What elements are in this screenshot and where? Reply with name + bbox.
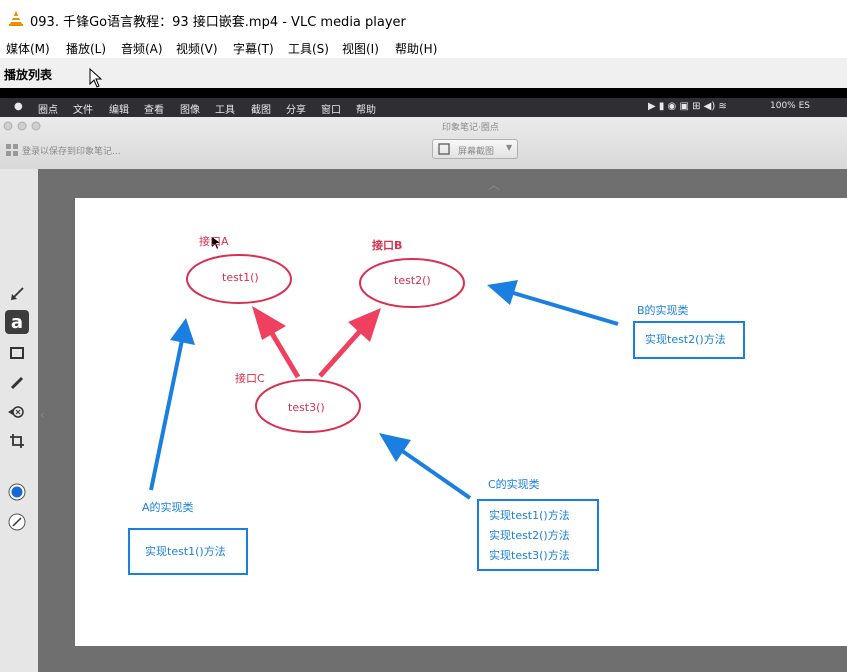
apple-icon: ● xyxy=(14,101,23,112)
vlc-cone-icon xyxy=(9,11,23,26)
mac-menu-window[interactable]: 窗口 xyxy=(321,105,341,116)
arrow-c-to-b-head xyxy=(348,308,381,342)
impl-c-line-1: 实现test1()方法 xyxy=(489,509,570,522)
grid-icon[interactable] xyxy=(6,144,18,156)
mac-menu-file[interactable]: 文件 xyxy=(73,105,93,116)
mac-menu-app[interactable]: 圈点 xyxy=(38,105,58,116)
app-title: 印象笔记·圈点 xyxy=(442,123,499,133)
login-hint[interactable]: 登录以保存到印象笔记... xyxy=(22,147,121,157)
interface-c-ellipse[interactable] xyxy=(255,379,361,433)
mac-menu-share[interactable]: 分享 xyxy=(286,105,306,116)
window-title: 093. 千锋Go语言教程：93 接口嵌套.mp4 - VLC media pl… xyxy=(30,15,406,30)
mac-menubar xyxy=(0,98,847,117)
chevron-down-icon[interactable]: ▼ xyxy=(506,143,513,152)
arrow-icon[interactable] xyxy=(5,282,29,306)
interface-b-method: test2() xyxy=(394,274,431,287)
blur-icon[interactable] xyxy=(5,400,29,424)
interface-b-ellipse[interactable] xyxy=(359,258,465,308)
canvas-cursor-icon xyxy=(212,237,220,249)
impl-a-label: A的实现类 xyxy=(142,501,194,514)
interface-a-label: 接口A xyxy=(199,235,229,248)
menu-media[interactable]: 媒体(M) xyxy=(6,42,50,56)
mac-menu-edit[interactable]: 编辑 xyxy=(109,105,129,116)
impl-c-line-3: 实现test3()方法 xyxy=(489,549,570,562)
menu-tools[interactable]: 工具(S) xyxy=(288,42,329,56)
arrow-impl-b[interactable] xyxy=(509,290,619,326)
mac-menu-image[interactable]: 图像 xyxy=(180,105,200,116)
rectangle-icon[interactable] xyxy=(5,341,29,365)
vlc-titlebar xyxy=(0,0,847,36)
stroke-icon[interactable] xyxy=(5,510,29,534)
arrow-impl-b-head xyxy=(487,280,518,305)
impl-b-line-1: 实现test2()方法 xyxy=(645,333,726,346)
menu-video[interactable]: 视频(V) xyxy=(176,42,218,56)
impl-b-label: B的实现类 xyxy=(637,304,689,317)
chevron-up-icon[interactable]: ︿ xyxy=(488,178,501,192)
status-tray-icons: ▶ ▮ ◉ ▣ ⊞ ◀) ≋ xyxy=(648,101,727,112)
arrow-c-to-b[interactable] xyxy=(318,328,363,378)
video-border xyxy=(0,88,847,98)
arrow-c-to-a[interactable] xyxy=(267,328,301,379)
battery-status: 100% ES xyxy=(770,101,810,111)
pen-icon[interactable] xyxy=(5,371,29,395)
app-titlebar xyxy=(0,117,847,170)
menu-help[interactable]: 帮助(H) xyxy=(395,42,438,56)
interface-a-method: test1() xyxy=(222,271,259,284)
impl-c-box[interactable] xyxy=(477,499,599,571)
menu-subtitle[interactable]: 字幕(T) xyxy=(233,42,274,56)
menu-view[interactable]: 视图(I) xyxy=(342,42,379,56)
playlist-bar xyxy=(0,58,847,88)
arrow-c-to-a-head xyxy=(252,306,286,340)
screenshot-button[interactable] xyxy=(432,139,518,159)
impl-a-box[interactable] xyxy=(128,528,248,575)
mac-menu-view[interactable]: 查看 xyxy=(144,105,164,116)
color-picker-icon[interactable] xyxy=(5,480,29,504)
interface-c-label: 接口C xyxy=(235,372,265,385)
chevron-left-icon[interactable]: ‹ xyxy=(40,408,45,422)
arrow-impl-a[interactable] xyxy=(149,339,184,491)
crop-screenshot-icon xyxy=(438,143,450,155)
arrow-impl-a-head xyxy=(170,318,195,345)
impl-b-box[interactable] xyxy=(633,321,745,359)
vlc-menubar xyxy=(0,36,847,58)
mac-menu-tools[interactable]: 工具 xyxy=(215,105,235,116)
impl-c-line-2: 实现test2()方法 xyxy=(489,529,570,542)
crop-icon[interactable] xyxy=(5,429,29,453)
interface-a-ellipse[interactable] xyxy=(186,254,292,304)
mac-menu-screenshot[interactable]: 截图 xyxy=(251,105,271,116)
impl-a-line-1: 实现test1()方法 xyxy=(145,545,226,558)
mouse-cursor-icon xyxy=(89,68,103,88)
text-icon[interactable]: a xyxy=(5,310,29,334)
arrow-impl-c[interactable] xyxy=(396,446,472,500)
arrow-impl-c-head xyxy=(379,433,411,462)
menu-playback[interactable]: 播放(L) xyxy=(66,42,107,56)
drawing-paper[interactable] xyxy=(75,198,847,646)
mac-menu-help[interactable]: 帮助 xyxy=(356,105,376,116)
menu-audio[interactable]: 音频(A) xyxy=(121,42,163,56)
impl-c-label: C的实现类 xyxy=(488,478,540,491)
window-controls[interactable] xyxy=(3,121,43,131)
interface-b-label: 接口B xyxy=(372,239,403,252)
screenshot-label: 屏幕截图 xyxy=(458,147,495,157)
interface-c-method: test3() xyxy=(288,401,325,414)
playlist-label[interactable]: 播放列表 xyxy=(4,68,53,82)
